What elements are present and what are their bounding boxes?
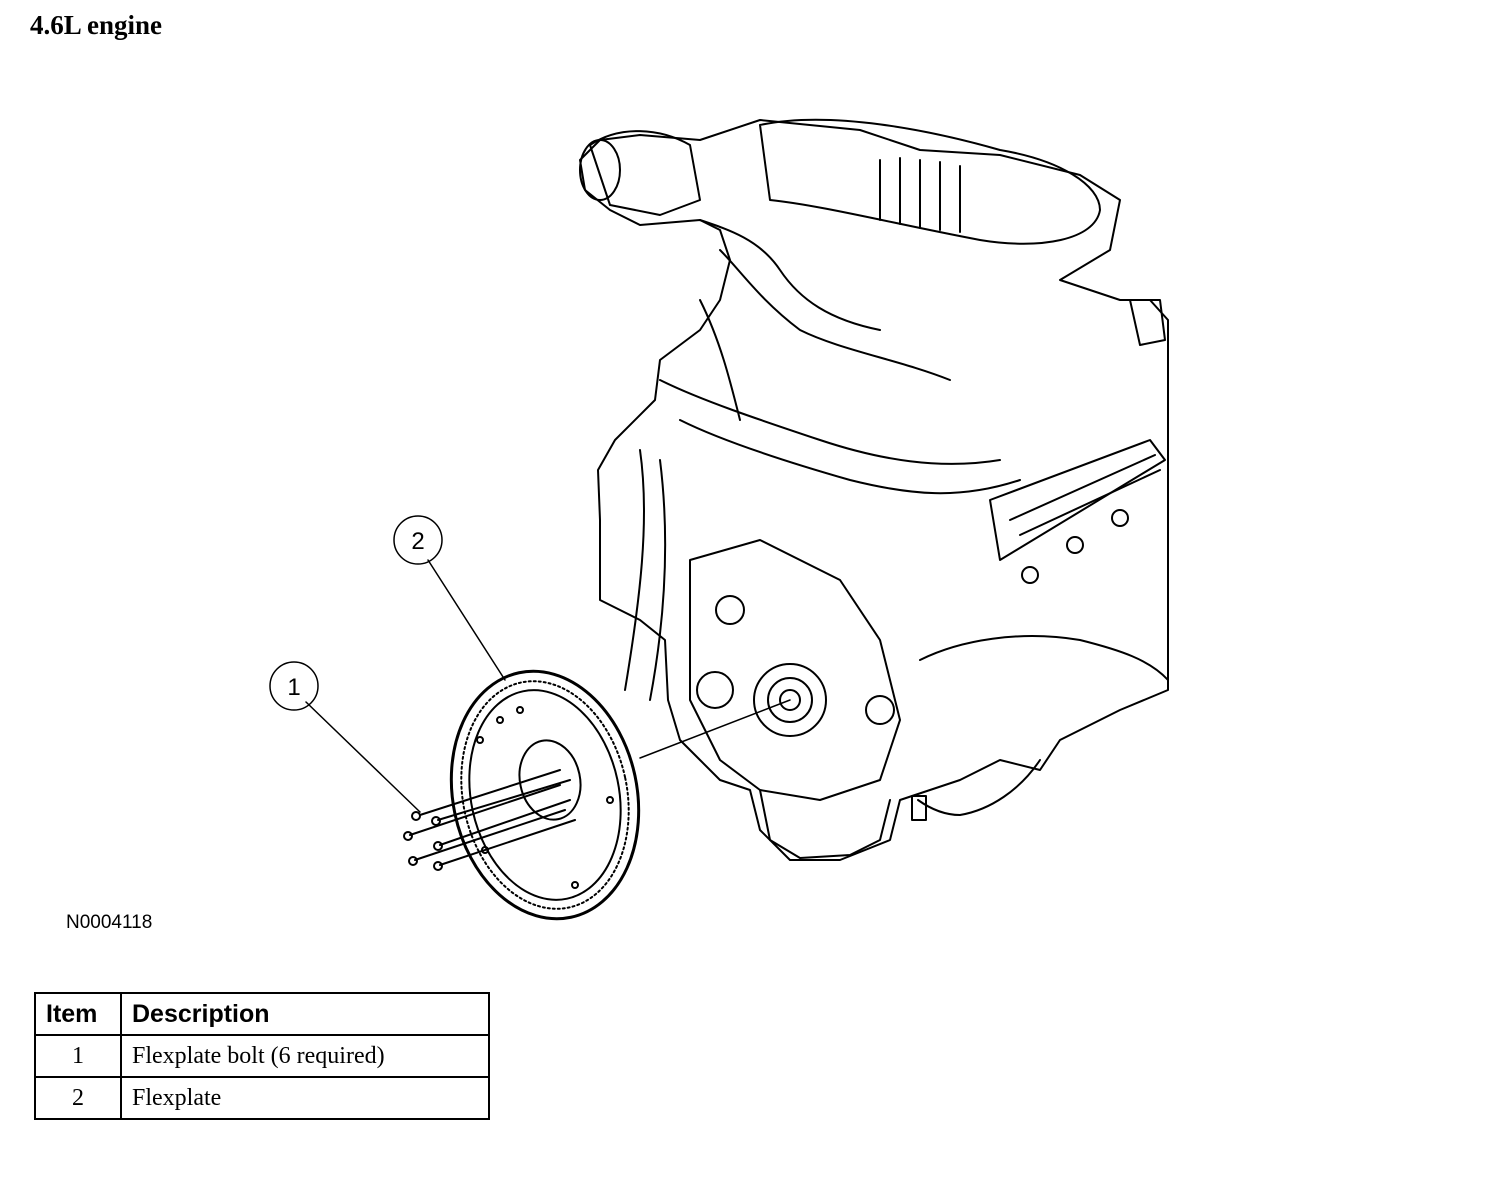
flexplate-illustration — [449, 669, 641, 921]
legend-header-description: Description — [120, 992, 490, 1036]
legend-header-item: Item — [34, 992, 122, 1036]
legend-item-description: Flexplate bolt (6 required) — [120, 1034, 490, 1078]
legend-item-number: 1 — [34, 1034, 122, 1078]
callout-2-leader — [427, 559, 506, 681]
legend-header-row: Item Description — [34, 992, 490, 1036]
legend-item-number: 2 — [34, 1076, 122, 1120]
page-title: 4.6L engine — [30, 10, 163, 40]
table-row: 2 Flexplate — [34, 1076, 490, 1120]
callout-1-number: 1 — [287, 674, 300, 701]
flexplate-bolts-illustration — [403, 769, 576, 871]
table-row: 1 Flexplate bolt (6 required) — [34, 1034, 490, 1078]
engine-block-illustration — [579, 118, 1169, 861]
callout-1-leader — [305, 701, 421, 813]
legend-table: Item Description 1 Flexplate bolt (6 req… — [34, 992, 490, 1120]
callout-2-number: 2 — [411, 528, 424, 555]
callout-1-circle — [269, 661, 319, 711]
figure-reference-id: N0004118 — [66, 912, 153, 933]
legend-item-description: Flexplate — [120, 1076, 490, 1120]
callout-2-circle — [393, 515, 443, 565]
